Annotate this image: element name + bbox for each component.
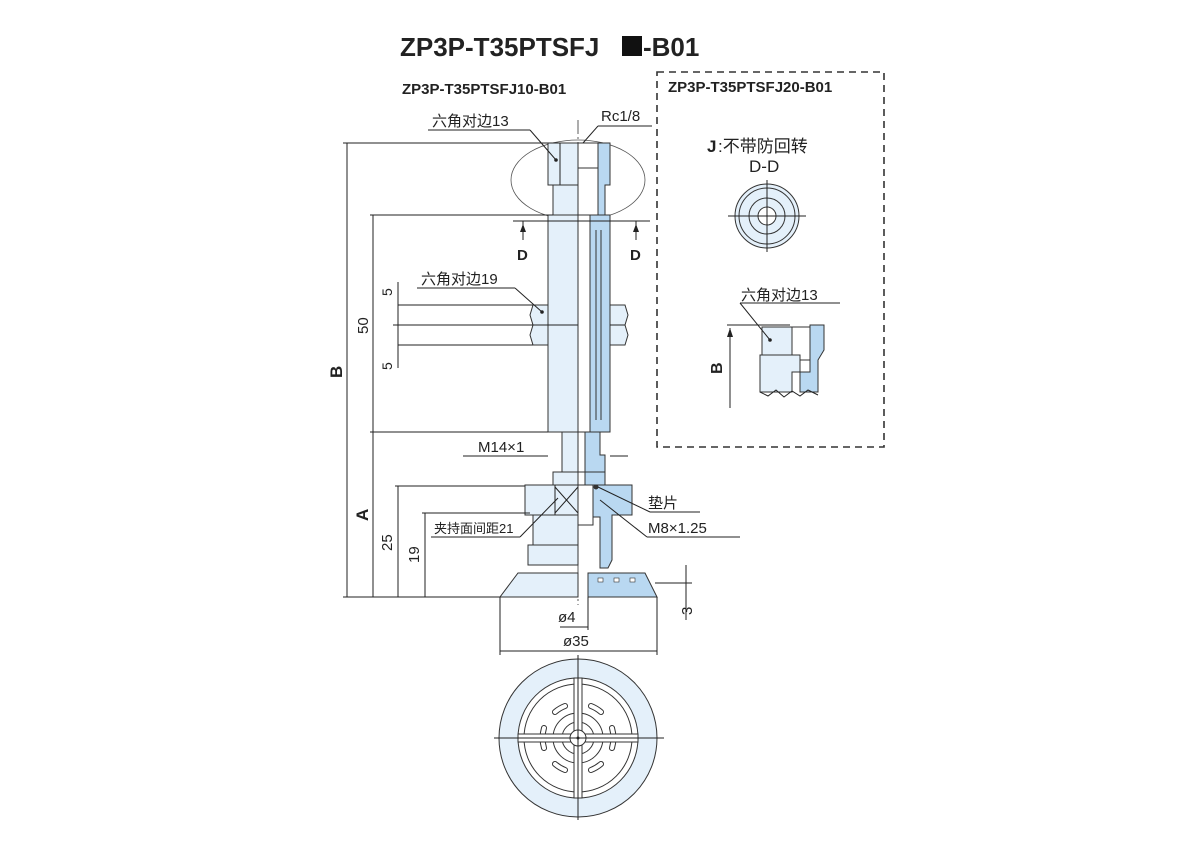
dim-25: 25 — [379, 534, 396, 551]
inset-section-label: D-D — [749, 157, 779, 176]
dim-5-bottom: 5 — [379, 362, 395, 370]
pad-bottom-view — [494, 655, 664, 820]
vacuum-pad-side-view — [499, 120, 658, 605]
dimension-lines — [343, 125, 740, 655]
dim-dia-4: ø4 — [558, 609, 576, 626]
dim-3: 3 — [679, 607, 696, 615]
inset-note-code: J — [707, 137, 716, 156]
inset-hex-label: 六角对边13 — [741, 287, 818, 304]
label-clamp-width: 夹持面间距21 — [434, 521, 513, 536]
dim-19: 19 — [406, 546, 423, 563]
drawing-title-suffix: -B01 — [643, 32, 699, 62]
section-mark-left: D — [517, 247, 528, 264]
inset-top-detail — [727, 302, 825, 408]
dim-b: B — [327, 366, 346, 378]
section-dd-view — [728, 180, 806, 252]
variant-placeholder-square — [622, 36, 642, 56]
drawing-title-prefix: ZP3P-T35PTSFJ — [400, 32, 599, 62]
inset-subtitle: ZP3P-T35PTSFJ20-B01 — [668, 79, 832, 96]
dim-50: 50 — [355, 317, 372, 334]
label-hex-top: 六角对边13 — [432, 113, 509, 130]
label-thread-m8: M8×1.25 — [648, 520, 707, 537]
section-mark-right: D — [630, 247, 641, 264]
label-hex-nut: 六角对边19 — [421, 271, 498, 288]
main-view-subtitle: ZP3P-T35PTSFJ10-B01 — [402, 81, 566, 98]
inset-frame — [656, 71, 885, 448]
dim-dia-35: ø35 — [563, 633, 589, 650]
inset-note-text: :不带防回转 — [718, 137, 808, 156]
label-gasket: 垫片 — [648, 495, 678, 512]
label-port: Rc1/8 — [601, 108, 640, 125]
label-thread-m14: M14×1 — [478, 439, 524, 456]
dim-5-top: 5 — [379, 288, 395, 296]
inset-dim-b: B — [709, 362, 726, 374]
dim-a: A — [353, 509, 372, 521]
